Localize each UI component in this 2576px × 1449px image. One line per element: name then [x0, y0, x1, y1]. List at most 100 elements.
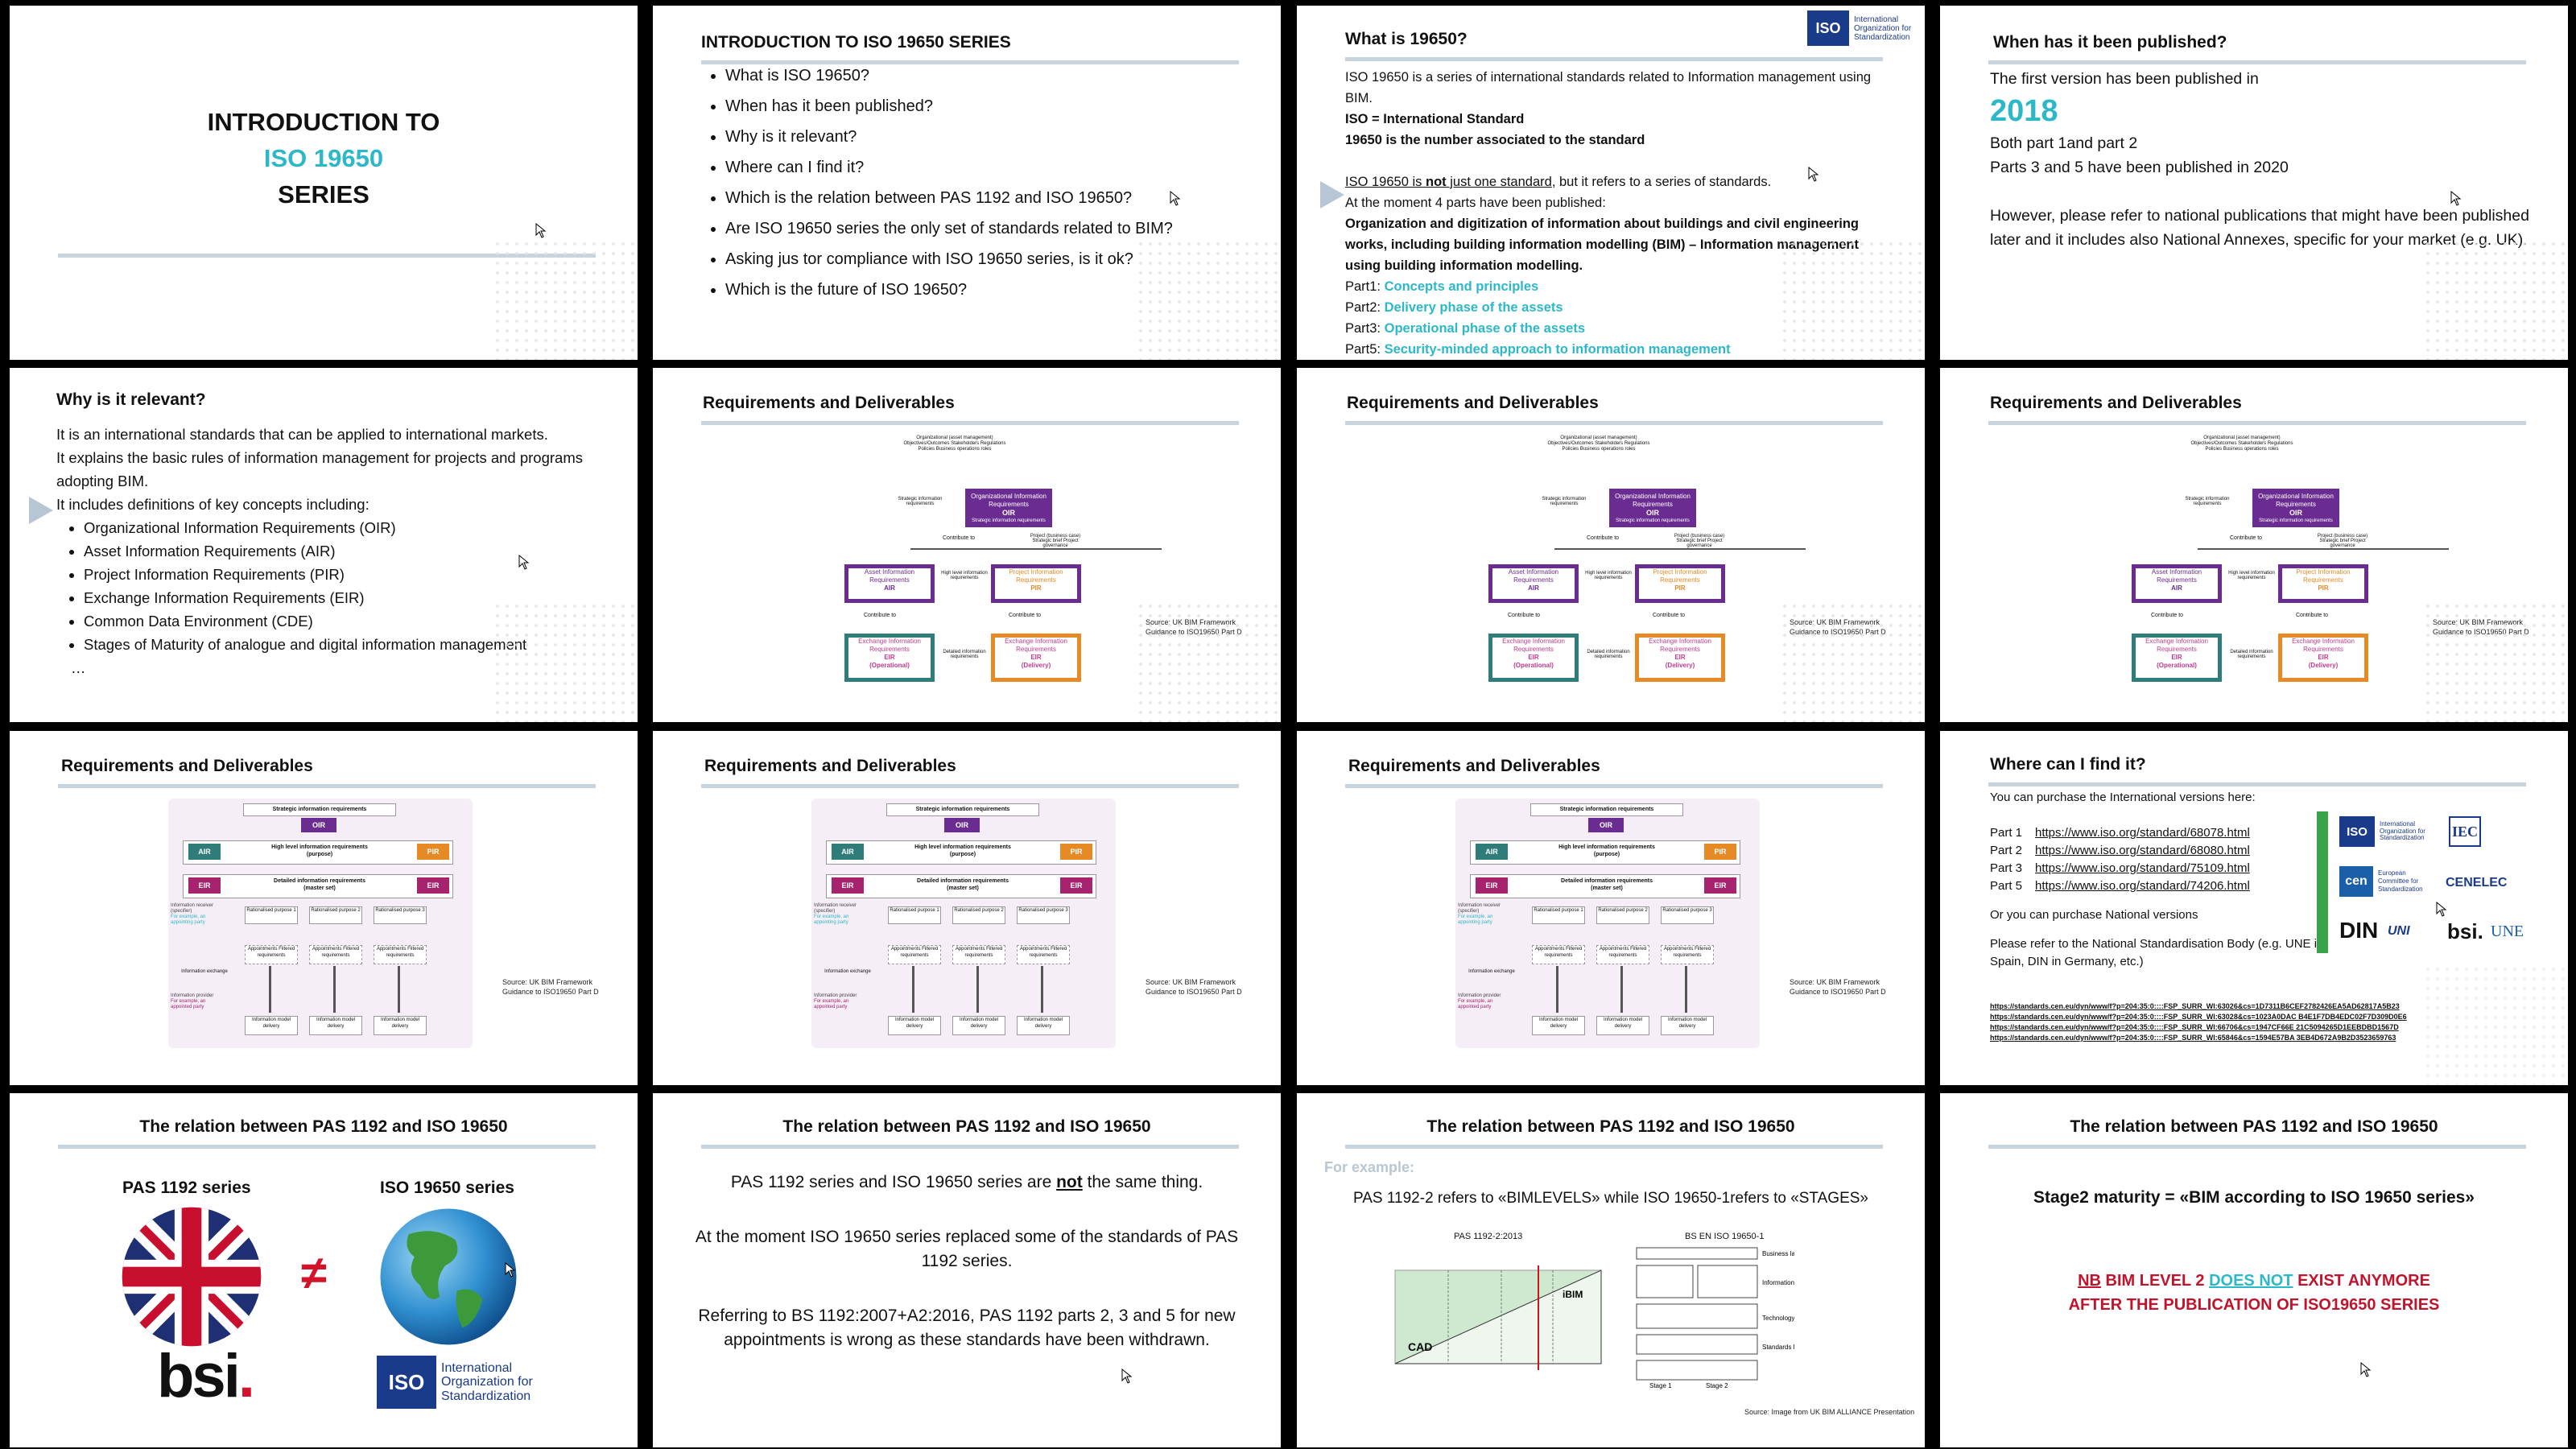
purpose-box: Rationalised purpose 1	[245, 906, 298, 924]
source-note: Source: UK BIM Framework Guidance to ISO…	[1790, 978, 1886, 996]
box-text: Asset Information Requirements	[864, 568, 915, 584]
part-link[interactable]: https://www.iso.org/standard/68080.html	[2035, 844, 2250, 857]
box-text: Exchange Information Requirements	[2145, 638, 2208, 653]
box-text: OIR	[1645, 509, 1659, 517]
question-list: What is ISO 19650? When has it been publ…	[704, 67, 1252, 312]
slide-14-thumbnail[interactable]: The relation between PAS 1192 and ISO 19…	[653, 1093, 1281, 1447]
cen-link[interactable]: https://standards.cen.eu/dyn/www/f?p=204…	[1990, 1034, 2396, 1042]
diagram-text: High level information requirements	[2228, 571, 2275, 580]
pir-chip: PIR	[1060, 844, 1092, 860]
paragraph: ISO 19650 is not just one standard, but …	[1345, 171, 1893, 192]
source-note: Source: UK BIM Framework Guidance to ISO…	[1146, 978, 1242, 996]
appointment-box: Appointments Filtered requirements	[374, 945, 427, 964]
slide-13-thumbnail[interactable]: The relation between PAS 1192 and ISO 19…	[10, 1093, 638, 1447]
diagram-text: Contribute to	[2296, 613, 2329, 618]
diagram-text: For example, an appointing party	[1458, 914, 1493, 925]
dot-pattern	[493, 601, 638, 722]
slide-8-thumbnail[interactable]: Requirements and Deliverables Organizati…	[1940, 368, 2568, 722]
oir-chip: OIR	[944, 818, 980, 832]
slide-3-thumbnail[interactable]: What is 19650? ISO International Organiz…	[1297, 6, 1925, 360]
part-line: Part1: Concepts and principles	[1345, 276, 1893, 297]
part-link[interactable]: https://www.iso.org/standard/68078.html	[2035, 826, 2250, 840]
text-run: the same thing.	[1082, 1173, 1203, 1191]
diagram-text: High level information requirements	[1585, 571, 1632, 580]
slide-10-thumbnail[interactable]: Requirements and Deliverables Strategic …	[653, 731, 1281, 1085]
concept-list: Organizational Information Requirements …	[56, 516, 612, 656]
text-run: , but it refers to a series of standards…	[1551, 175, 1772, 189]
cen-link[interactable]: https://standards.cen.eu/dyn/www/f?p=204…	[1990, 1002, 2400, 1010]
cenelec-logo: CENELEC	[2446, 876, 2508, 890]
slide-5-thumbnail[interactable]: Why is it relevant? It is an internation…	[10, 368, 638, 722]
layer-label: Standards layer	[1762, 1344, 1794, 1351]
diagram-text: Detailed information requirements(master…	[886, 877, 1039, 892]
paragraph: 19650 is the number associated to the st…	[1345, 133, 1645, 147]
slide-body: ISO 19650 is a series of international s…	[1345, 67, 1893, 360]
bsi-logo: bsi.	[157, 1341, 255, 1411]
part-link[interactable]: https://www.iso.org/standard/75109.html	[2035, 861, 2250, 875]
cen-url-list: https://standards.cen.eu/dyn/www/f?p=204…	[1990, 1001, 2505, 1043]
slide-9-thumbnail[interactable]: Requirements and Deliverables Strategic …	[10, 731, 638, 1085]
purpose-box: Rationalised purpose 1	[1532, 906, 1585, 924]
slide-title: The relation between PAS 1192 and ISO 19…	[2070, 1117, 2438, 1136]
slide-12-thumbnail[interactable]: Where can I find it? You can purchase th…	[1940, 731, 2568, 1085]
diagram-text: Information receiver (specifier)	[1458, 903, 1501, 914]
mouse-cursor-icon	[2360, 1362, 2372, 1377]
box-text: AIR	[2171, 584, 2182, 592]
eir-chip: EIR	[1476, 877, 1508, 894]
text-run: NB	[2078, 1272, 2101, 1290]
divider	[1345, 57, 1883, 61]
mouse-cursor-icon	[2436, 902, 2447, 917]
divider	[701, 784, 1239, 788]
iso-logo-text: International Organization for Standardi…	[2380, 819, 2425, 842]
paragraph: Please refer to the National Standardisa…	[1990, 937, 2324, 968]
cen-link[interactable]: https://standards.cen.eu/dyn/www/f?p=204…	[1990, 1013, 2407, 1021]
source-note: Source: Image from UK BIM ALLIANCE Prese…	[1744, 1408, 1915, 1416]
slide-11-thumbnail[interactable]: Requirements and Deliverables Strategic …	[1297, 731, 1925, 1085]
slide-title: The relation between PAS 1192 and ISO 19…	[1426, 1117, 1795, 1136]
year-highlight: 2018	[1990, 94, 2058, 128]
delivery-box: Information model delivery	[1596, 1016, 1649, 1035]
divider	[58, 254, 596, 258]
text-run: EXIST ANYMORE	[2293, 1272, 2430, 1290]
part-line: Part5: Security-minded approach to infor…	[1345, 339, 1893, 360]
box-text: Project Information Requirements	[2296, 568, 2351, 584]
iso-logo-text: International Organization for Standardi…	[441, 1360, 533, 1403]
box-text: OIR	[2289, 509, 2302, 517]
slide-16-thumbnail[interactable]: The relation between PAS 1192 and ISO 19…	[1940, 1093, 2568, 1447]
slide-4-thumbnail[interactable]: When has it been published? The first ve…	[1940, 6, 2568, 360]
box-text: EIR	[1030, 654, 1042, 661]
diagram-text: Contribute to	[2230, 535, 2263, 541]
slide-1-thumbnail[interactable]: INTRODUCTION TO ISO 19650 SERIES	[10, 6, 638, 360]
mouse-cursor-icon	[535, 223, 547, 238]
diagram-text: For example, an appointing party	[814, 914, 849, 925]
box-text: Organizational Information Requirements	[971, 493, 1046, 508]
air-chip: AIR	[188, 844, 221, 860]
iso-logo-mark: ISO	[2339, 816, 2375, 847]
slide-title: Requirements and Deliverables	[704, 757, 956, 775]
divider	[701, 60, 1239, 64]
diagram-text: Information receiver (specifier)For exam…	[1458, 903, 1505, 926]
cen-link[interactable]: https://standards.cen.eu/dyn/www/f?p=204…	[1990, 1023, 2399, 1031]
paragraph: Organization and digitization of informa…	[1345, 217, 1860, 273]
slide-7-thumbnail[interactable]: Requirements and Deliverables Organizati…	[1297, 368, 1925, 722]
slide-title: Requirements and Deliverables	[1990, 394, 2242, 412]
title-line-2: ISO 19650	[263, 144, 384, 172]
part-link[interactable]: https://www.iso.org/standard/74206.html	[2035, 879, 2250, 893]
slide-2-thumbnail[interactable]: INTRODUCTION TO ISO 19650 SERIES What is…	[653, 6, 1281, 360]
play-icon	[29, 497, 53, 524]
diagram-text: Information exchange	[824, 969, 871, 974]
slide-15-thumbnail[interactable]: The relation between PAS 1192 and ISO 19…	[1297, 1093, 1925, 1447]
dot-pattern	[493, 239, 638, 360]
list-item: Asking jus tor compliance with ISO 19650…	[725, 250, 1252, 269]
cen-logo: cen European Committee for Standardizati…	[2339, 866, 2434, 897]
dot-pattern	[1780, 601, 1925, 722]
paragraph: ISO = International Standard	[1345, 112, 1525, 126]
pir-chip: PIR	[1704, 844, 1736, 860]
slide-6-thumbnail[interactable]: Requirements and Deliverables Organizati…	[653, 368, 1281, 722]
delivery-box: Information model delivery	[1661, 1016, 1714, 1035]
